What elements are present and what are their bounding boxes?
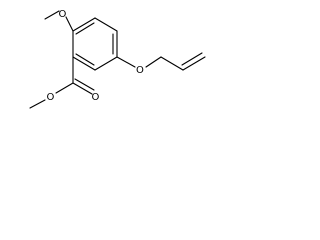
atom-label-o-allyloxy: O [136,65,144,76]
bond-methyl-o-methoxy [44,10,60,20]
bond-o-allyloxy-ch2 [145,56,162,68]
bond-o-ester-methyl [29,99,46,109]
ring-bond-5-inner [75,53,95,66]
bond-carbonyl-double-1 [72,82,93,95]
ring-bond-2 [94,17,118,32]
bonds [29,10,206,109]
molecule-structure: O O O O [29,9,206,109]
bond-ch2-ch [160,56,184,71]
bond-ring-o-allyloxy [116,56,136,68]
bond-o-methoxy-ring [65,16,74,32]
bond-vinyl-double-2 [181,52,203,66]
bond-carbonyl-o-ester [55,82,74,94]
bond-carbonyl-double-2 [74,78,95,91]
atom-label-o-ester: O [47,92,55,103]
ring-bond-1 [72,17,96,32]
ring-bond-1-inner [75,22,95,35]
atom-label-o-carbonyl: O [92,92,100,103]
atom-label-o-methoxy: O [59,9,67,20]
ring-bond-4 [94,56,118,71]
ring-bond-5 [72,56,96,71]
bond-vinyl-double-1 [182,56,206,71]
atom-labels: O O O O [47,9,145,103]
